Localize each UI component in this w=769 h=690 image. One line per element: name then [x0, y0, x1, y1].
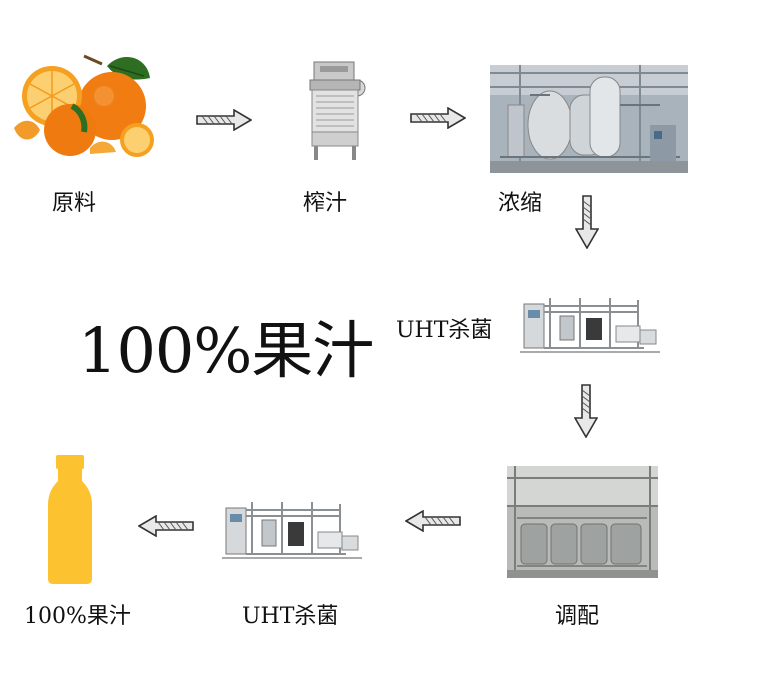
arrow-down-icon — [574, 195, 600, 253]
step-label-juice: 榨汁 — [303, 191, 348, 216]
arrow-right-icon — [410, 106, 467, 133]
step-label-uht2: UHT杀菌 — [242, 604, 339, 629]
arrow-down-icon — [573, 384, 599, 442]
orange-fruit-icon — [12, 48, 157, 158]
blending-tanks-photo — [507, 466, 658, 578]
juice-bottle-icon — [48, 455, 92, 585]
uht-sterilizer-machine-icon — [520, 290, 660, 358]
step-label-uht1: UHT杀菌 — [396, 318, 493, 343]
step-label-product: 100%果汁 — [24, 604, 131, 629]
headline-title: 100%果汁 — [78, 314, 374, 387]
uht-sterilizer-machine-icon — [222, 494, 362, 564]
step-label-concentrate: 浓缩 — [498, 191, 543, 216]
step-label-blend: 调配 — [555, 604, 600, 629]
juice-extractor-machine-icon — [302, 58, 372, 163]
arrow-left-icon — [137, 514, 194, 541]
arrow-left-icon — [404, 509, 461, 536]
step-label-raw: 原料 — [52, 191, 97, 216]
evaporator-tanks-photo — [490, 65, 688, 173]
arrow-right-icon — [196, 108, 253, 135]
